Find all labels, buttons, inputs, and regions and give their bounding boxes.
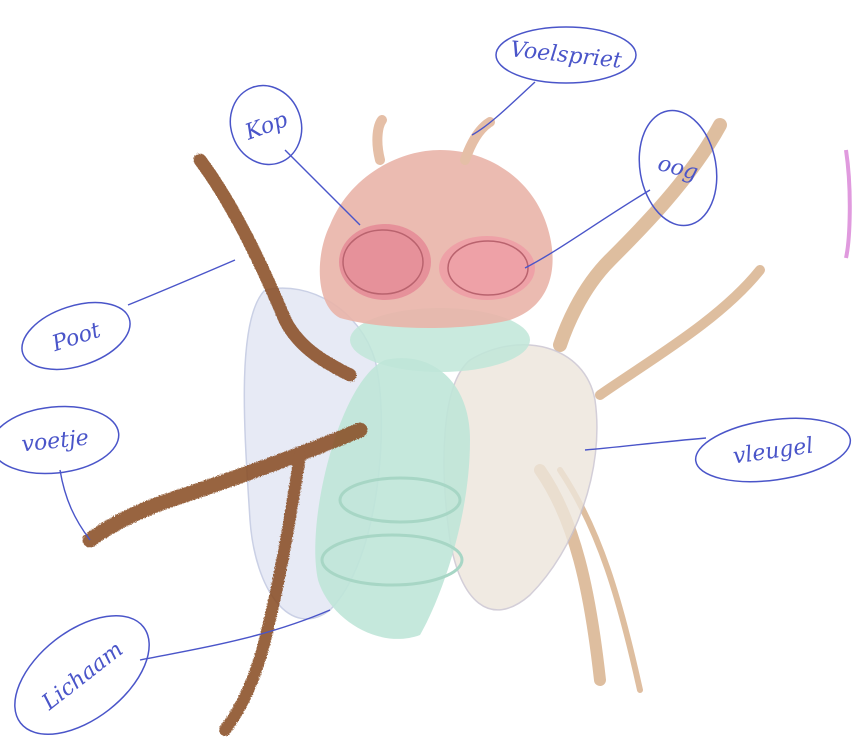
left-eye <box>339 224 431 300</box>
right-eye <box>439 236 535 300</box>
left-antenna <box>377 120 382 160</box>
